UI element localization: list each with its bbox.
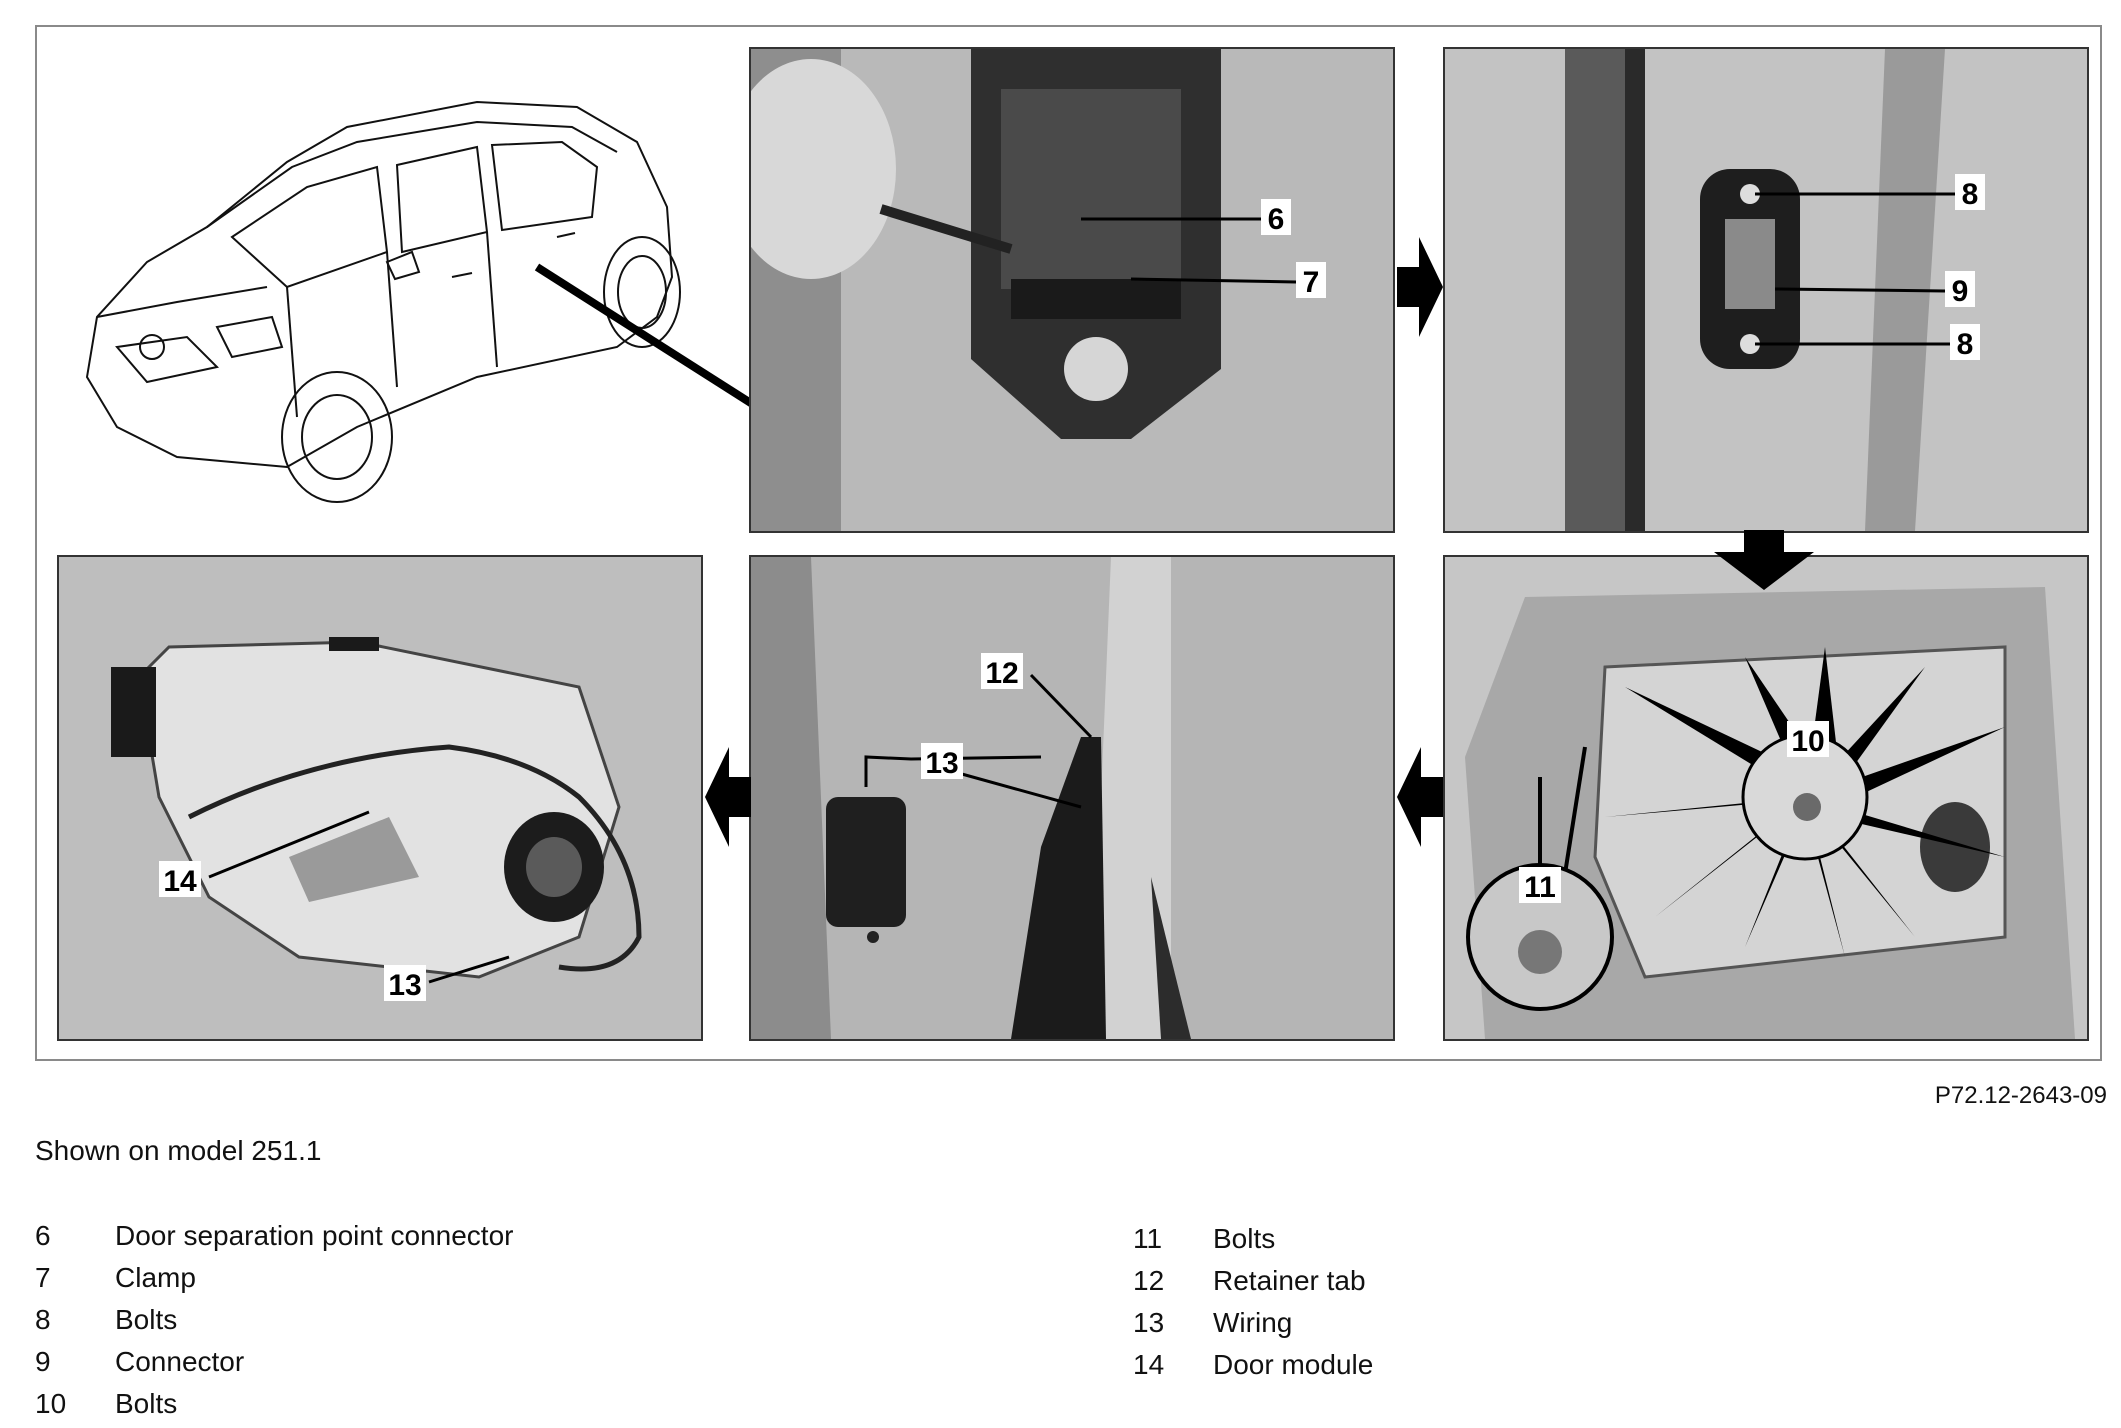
- callout-8-top: 8: [1962, 178, 1979, 211]
- arrow-right-icon: [1397, 237, 1443, 337]
- callout-13-p6: 13: [388, 969, 421, 1002]
- arrow-left-icon: [705, 747, 751, 847]
- callout-7: 7: [1303, 266, 1320, 299]
- panel-door-bolts: 10 11: [1443, 555, 2089, 1041]
- panel-door-connector: 8 9 8: [1443, 47, 2089, 533]
- callout-11: 11: [1524, 871, 1556, 904]
- callout-14: 14: [163, 865, 197, 898]
- callout-10: 10: [1791, 725, 1824, 758]
- callout-6: 6: [1268, 203, 1285, 236]
- panel-separation-connector: 6 7: [749, 47, 1395, 533]
- callout-12: 12: [985, 657, 1018, 690]
- vehicle-drawing: [85, 100, 757, 503]
- panel-door-module: 14 13: [57, 555, 703, 1041]
- figure-frame: 6 7 8 9 8: [35, 25, 2102, 1061]
- figure-code: P72.12-2643-09: [1934, 1082, 2107, 1109]
- callout-9: 9: [1952, 275, 1969, 308]
- arrow-down-icon: [1714, 530, 1814, 590]
- panel-retainer-tab: 12 13: [749, 555, 1395, 1041]
- callout-13-p5: 13: [925, 747, 958, 780]
- figure-caption: Shown on model 251.1: [35, 1135, 322, 1166]
- arrow-left-icon: [1397, 747, 1443, 847]
- panel-vehicle-overview: [57, 47, 757, 547]
- callout-8-bottom: 8: [1957, 328, 1974, 361]
